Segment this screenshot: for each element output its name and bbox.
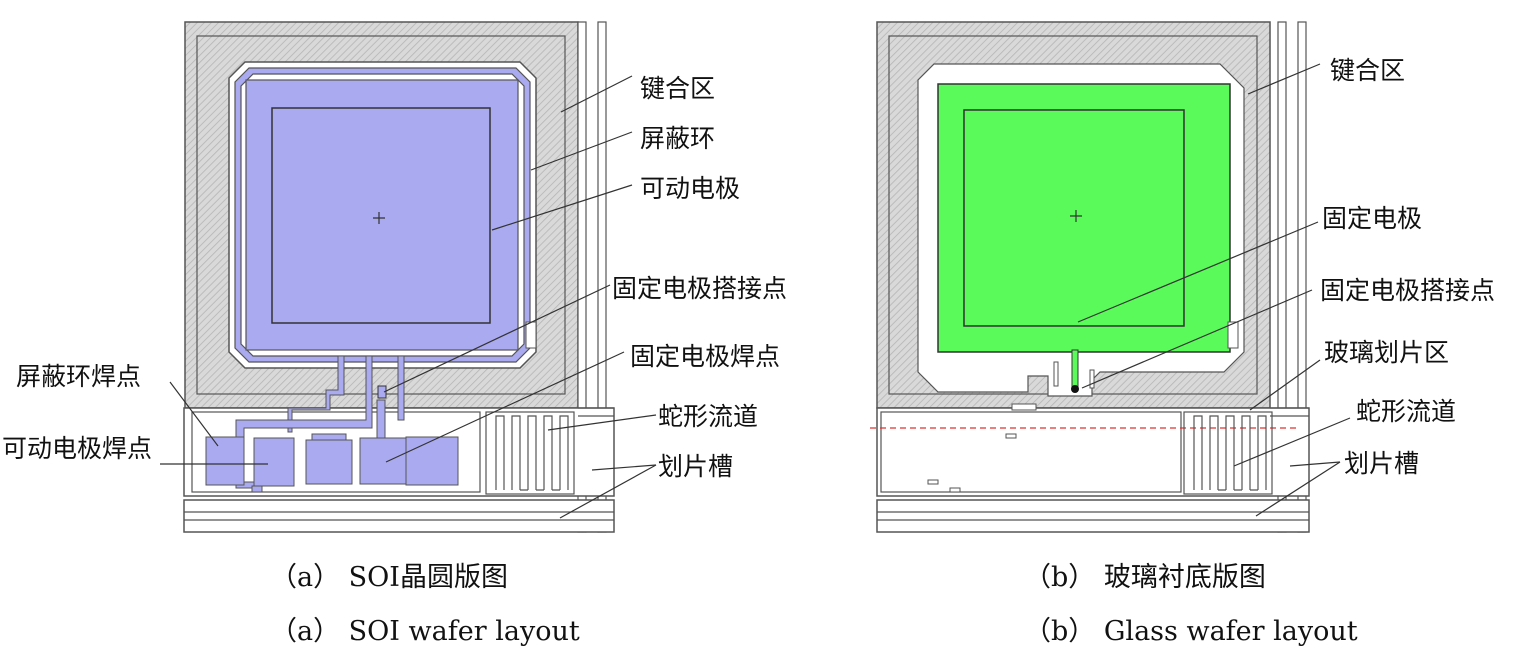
label-serpentine-a: 蛇形流道 <box>658 402 758 431</box>
caption-a-en: （a） SOI wafer layout <box>270 616 580 647</box>
caption-b-cn: （b） 玻璃衬底版图 <box>1024 562 1266 593</box>
movable-pad <box>253 437 295 487</box>
serpentine-channel <box>485 411 575 495</box>
label-dicing-groove-b: 划片槽 <box>1344 449 1419 478</box>
label-bonding-b: 键合区 <box>1330 56 1405 85</box>
label-fixed-contact-a: 固定电极搭接点 <box>612 274 787 303</box>
label-fixed-electrode-b: 固定电极 <box>1322 204 1422 233</box>
label-fixed-contact-b: 固定电极搭接点 <box>1320 276 1495 305</box>
fixed-pad <box>359 437 407 485</box>
caption-b-en: （b） Glass wafer layout <box>1024 616 1358 647</box>
label-dicing-groove-a: 划片槽 <box>658 452 733 481</box>
label-bonding-a: 键合区 <box>640 74 715 103</box>
label-glass-dicing-b: 玻璃划片区 <box>1324 338 1449 367</box>
panel-b-glass-layout: 键合区 固定电极 固定电极搭接点 玻璃划片区 蛇形流道 划片槽 （b） 玻璃衬底… <box>870 21 1495 647</box>
label-movable-electrode-a: 可动电极 <box>640 174 740 203</box>
caption-a-cn: （a） SOI晶圆版图 <box>270 562 508 593</box>
label-shield-pad-a: 屏蔽环焊点 <box>16 362 141 391</box>
label-serpentine-b: 蛇形流道 <box>1356 397 1456 426</box>
shield-pad <box>205 436 245 486</box>
fixed-electrode <box>937 83 1231 353</box>
serpentine-channel-b <box>1183 411 1273 495</box>
label-shield-ring-a: 屏蔽环 <box>640 124 715 153</box>
label-movable-pad-a: 可动电极焊点 <box>2 434 152 463</box>
panel-a-soi-layout: 键合区 屏蔽环 可动电极 固定电极搭接点 固定电极焊点 蛇形流道 划片槽 屏蔽环… <box>2 21 787 647</box>
label-fixed-pad-a: 固定电极焊点 <box>630 342 780 371</box>
